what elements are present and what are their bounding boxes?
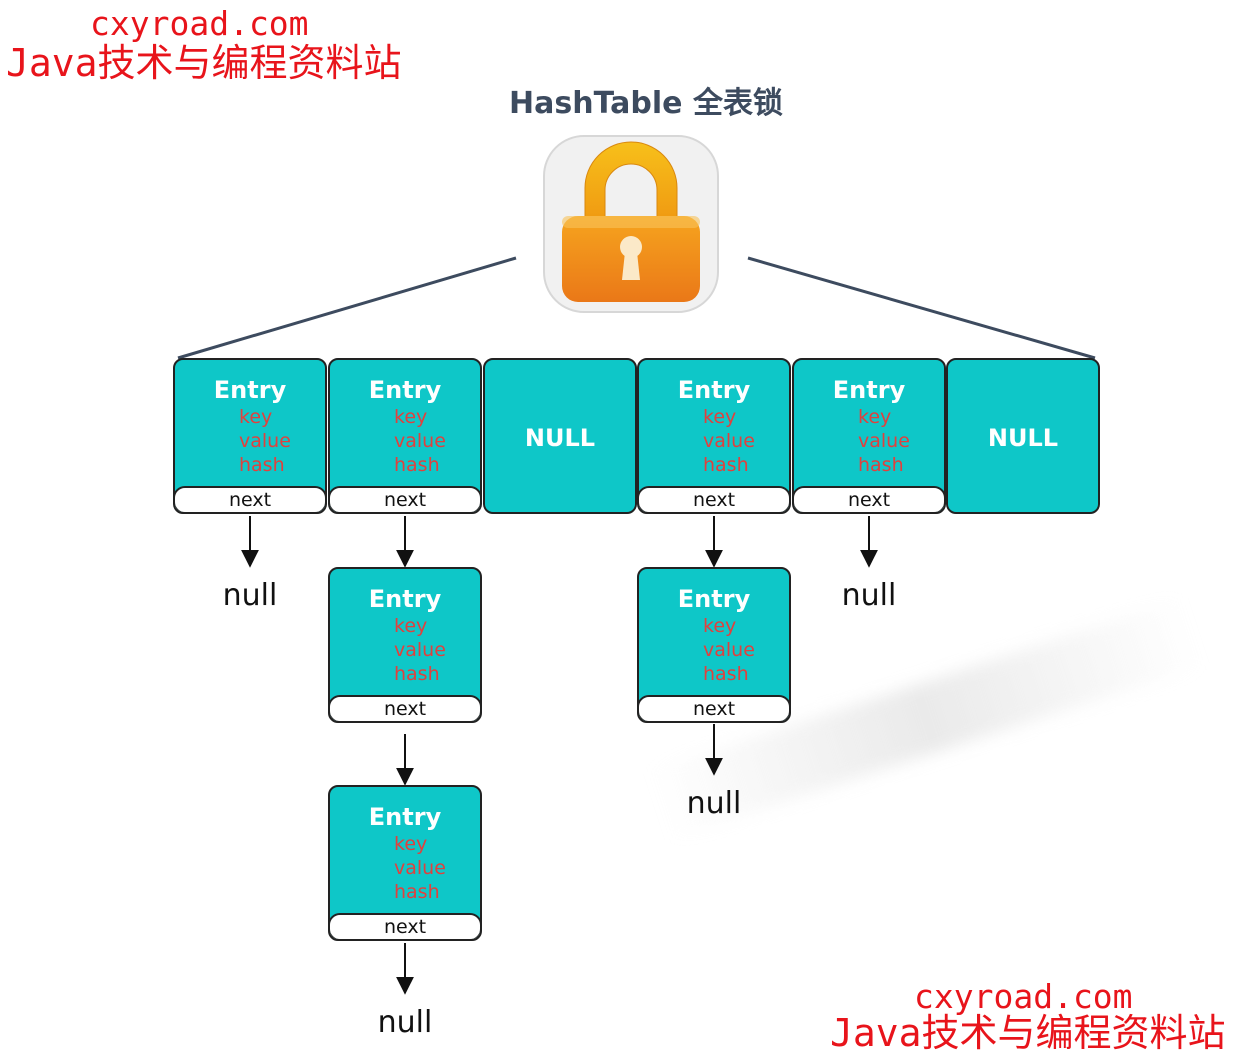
watermark-text-top: Java技术与编程资料站 <box>6 41 402 85</box>
entry-field-key: key <box>394 615 428 637</box>
null-bucket-label: NULL <box>524 424 596 452</box>
bucket-null-1: NULL <box>483 358 637 514</box>
entry-field-hash: hash <box>239 454 285 476</box>
entry-title: Entry <box>677 376 751 404</box>
bucket-entry-3: Entry key value hash next <box>637 358 791 514</box>
entry-field-key: key <box>394 406 428 428</box>
lock-line-right <box>747 256 1096 360</box>
entry-field-key: key <box>239 406 273 428</box>
lock-icon <box>543 135 719 313</box>
watermark-site-top: cxyroad.com <box>90 4 309 43</box>
entry-field-key: key <box>858 406 892 428</box>
entry-field-value: value <box>239 430 291 452</box>
entry-title: Entry <box>368 803 442 831</box>
entry-next: next <box>794 486 944 512</box>
entry-field-hash: hash <box>703 454 749 476</box>
entry-field-value: value <box>858 430 910 452</box>
bucket-null-2: NULL <box>946 358 1100 514</box>
entry-field-hash: hash <box>703 663 749 685</box>
diagram-title: HashTable 全表锁 <box>509 86 783 121</box>
entry-field-value: value <box>394 430 446 452</box>
bucket-entry-4: Entry key value hash next <box>792 358 946 514</box>
null-terminal-1: null <box>222 578 278 613</box>
entry-field-value: value <box>703 430 755 452</box>
lock-line-left <box>177 256 517 360</box>
entry-field-value: value <box>394 857 446 879</box>
entry-field-hash: hash <box>858 454 904 476</box>
entry-field-hash: hash <box>394 663 440 685</box>
entry-next: next <box>175 486 325 512</box>
entry-field-key: key <box>394 833 428 855</box>
entry-field-hash: hash <box>394 881 440 903</box>
entry-next: next <box>639 695 789 721</box>
chain-entry-3a: Entry key value hash next <box>637 567 791 723</box>
entry-field-value: value <box>394 639 446 661</box>
bucket-entry-1: Entry key value hash next <box>173 358 327 514</box>
entry-title: Entry <box>368 585 442 613</box>
entry-field-key: key <box>703 615 737 637</box>
entry-field-value: value <box>703 639 755 661</box>
bucket-entry-2: Entry key value hash next <box>328 358 482 514</box>
chain-entry-2a: Entry key value hash next <box>328 567 482 723</box>
entry-next: next <box>330 695 480 721</box>
entry-field-hash: hash <box>394 454 440 476</box>
chain-entry-2b: Entry key value hash next <box>328 785 482 941</box>
entry-field-key: key <box>703 406 737 428</box>
entry-title: Entry <box>213 376 287 404</box>
null-terminal-3: null <box>686 786 742 821</box>
watermark-site-bottom: cxyroad.com <box>914 977 1133 1016</box>
entry-title: Entry <box>677 585 751 613</box>
entry-title: Entry <box>832 376 906 404</box>
entry-title: Entry <box>368 376 442 404</box>
null-terminal-2: null <box>377 1005 433 1040</box>
null-bucket-label: NULL <box>987 424 1059 452</box>
entry-next: next <box>639 486 789 512</box>
entry-next: next <box>330 913 480 939</box>
entry-next: next <box>330 486 480 512</box>
watermark-text-bottom: Java技术与编程资料站 <box>830 1011 1226 1055</box>
null-terminal-4: null <box>841 578 897 613</box>
